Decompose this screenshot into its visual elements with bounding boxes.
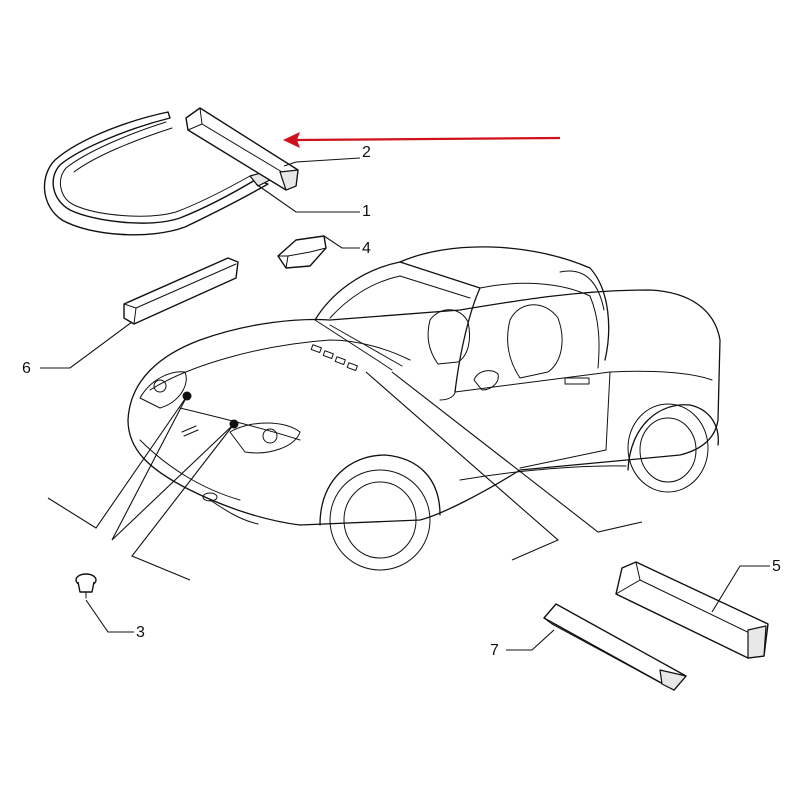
callout-2: 2 — [362, 144, 371, 161]
callout-4: 4 — [362, 240, 371, 257]
callout-6: 6 — [22, 360, 31, 377]
callout-5: 5 — [772, 558, 781, 575]
highlight-arrow — [283, 132, 561, 148]
part-5-sill-cover[interactable] — [615, 561, 769, 659]
part-4-bracket[interactable] — [277, 235, 327, 269]
car-illustration — [127, 246, 721, 571]
callout-1: 1 — [362, 203, 371, 220]
callout-labels: 1 2 3 4 5 6 7 — [22, 144, 781, 659]
part-2-pillar-seal[interactable] — [185, 107, 299, 191]
callout-leaders — [40, 157, 770, 651]
part-3-clip[interactable] — [75, 573, 97, 599]
explode-lines — [47, 371, 643, 581]
part-6-trim-strip[interactable] — [123, 257, 239, 325]
callout-3: 3 — [136, 624, 145, 641]
callout-7: 7 — [490, 642, 499, 659]
part-7-sill-trim[interactable] — [543, 603, 687, 691]
